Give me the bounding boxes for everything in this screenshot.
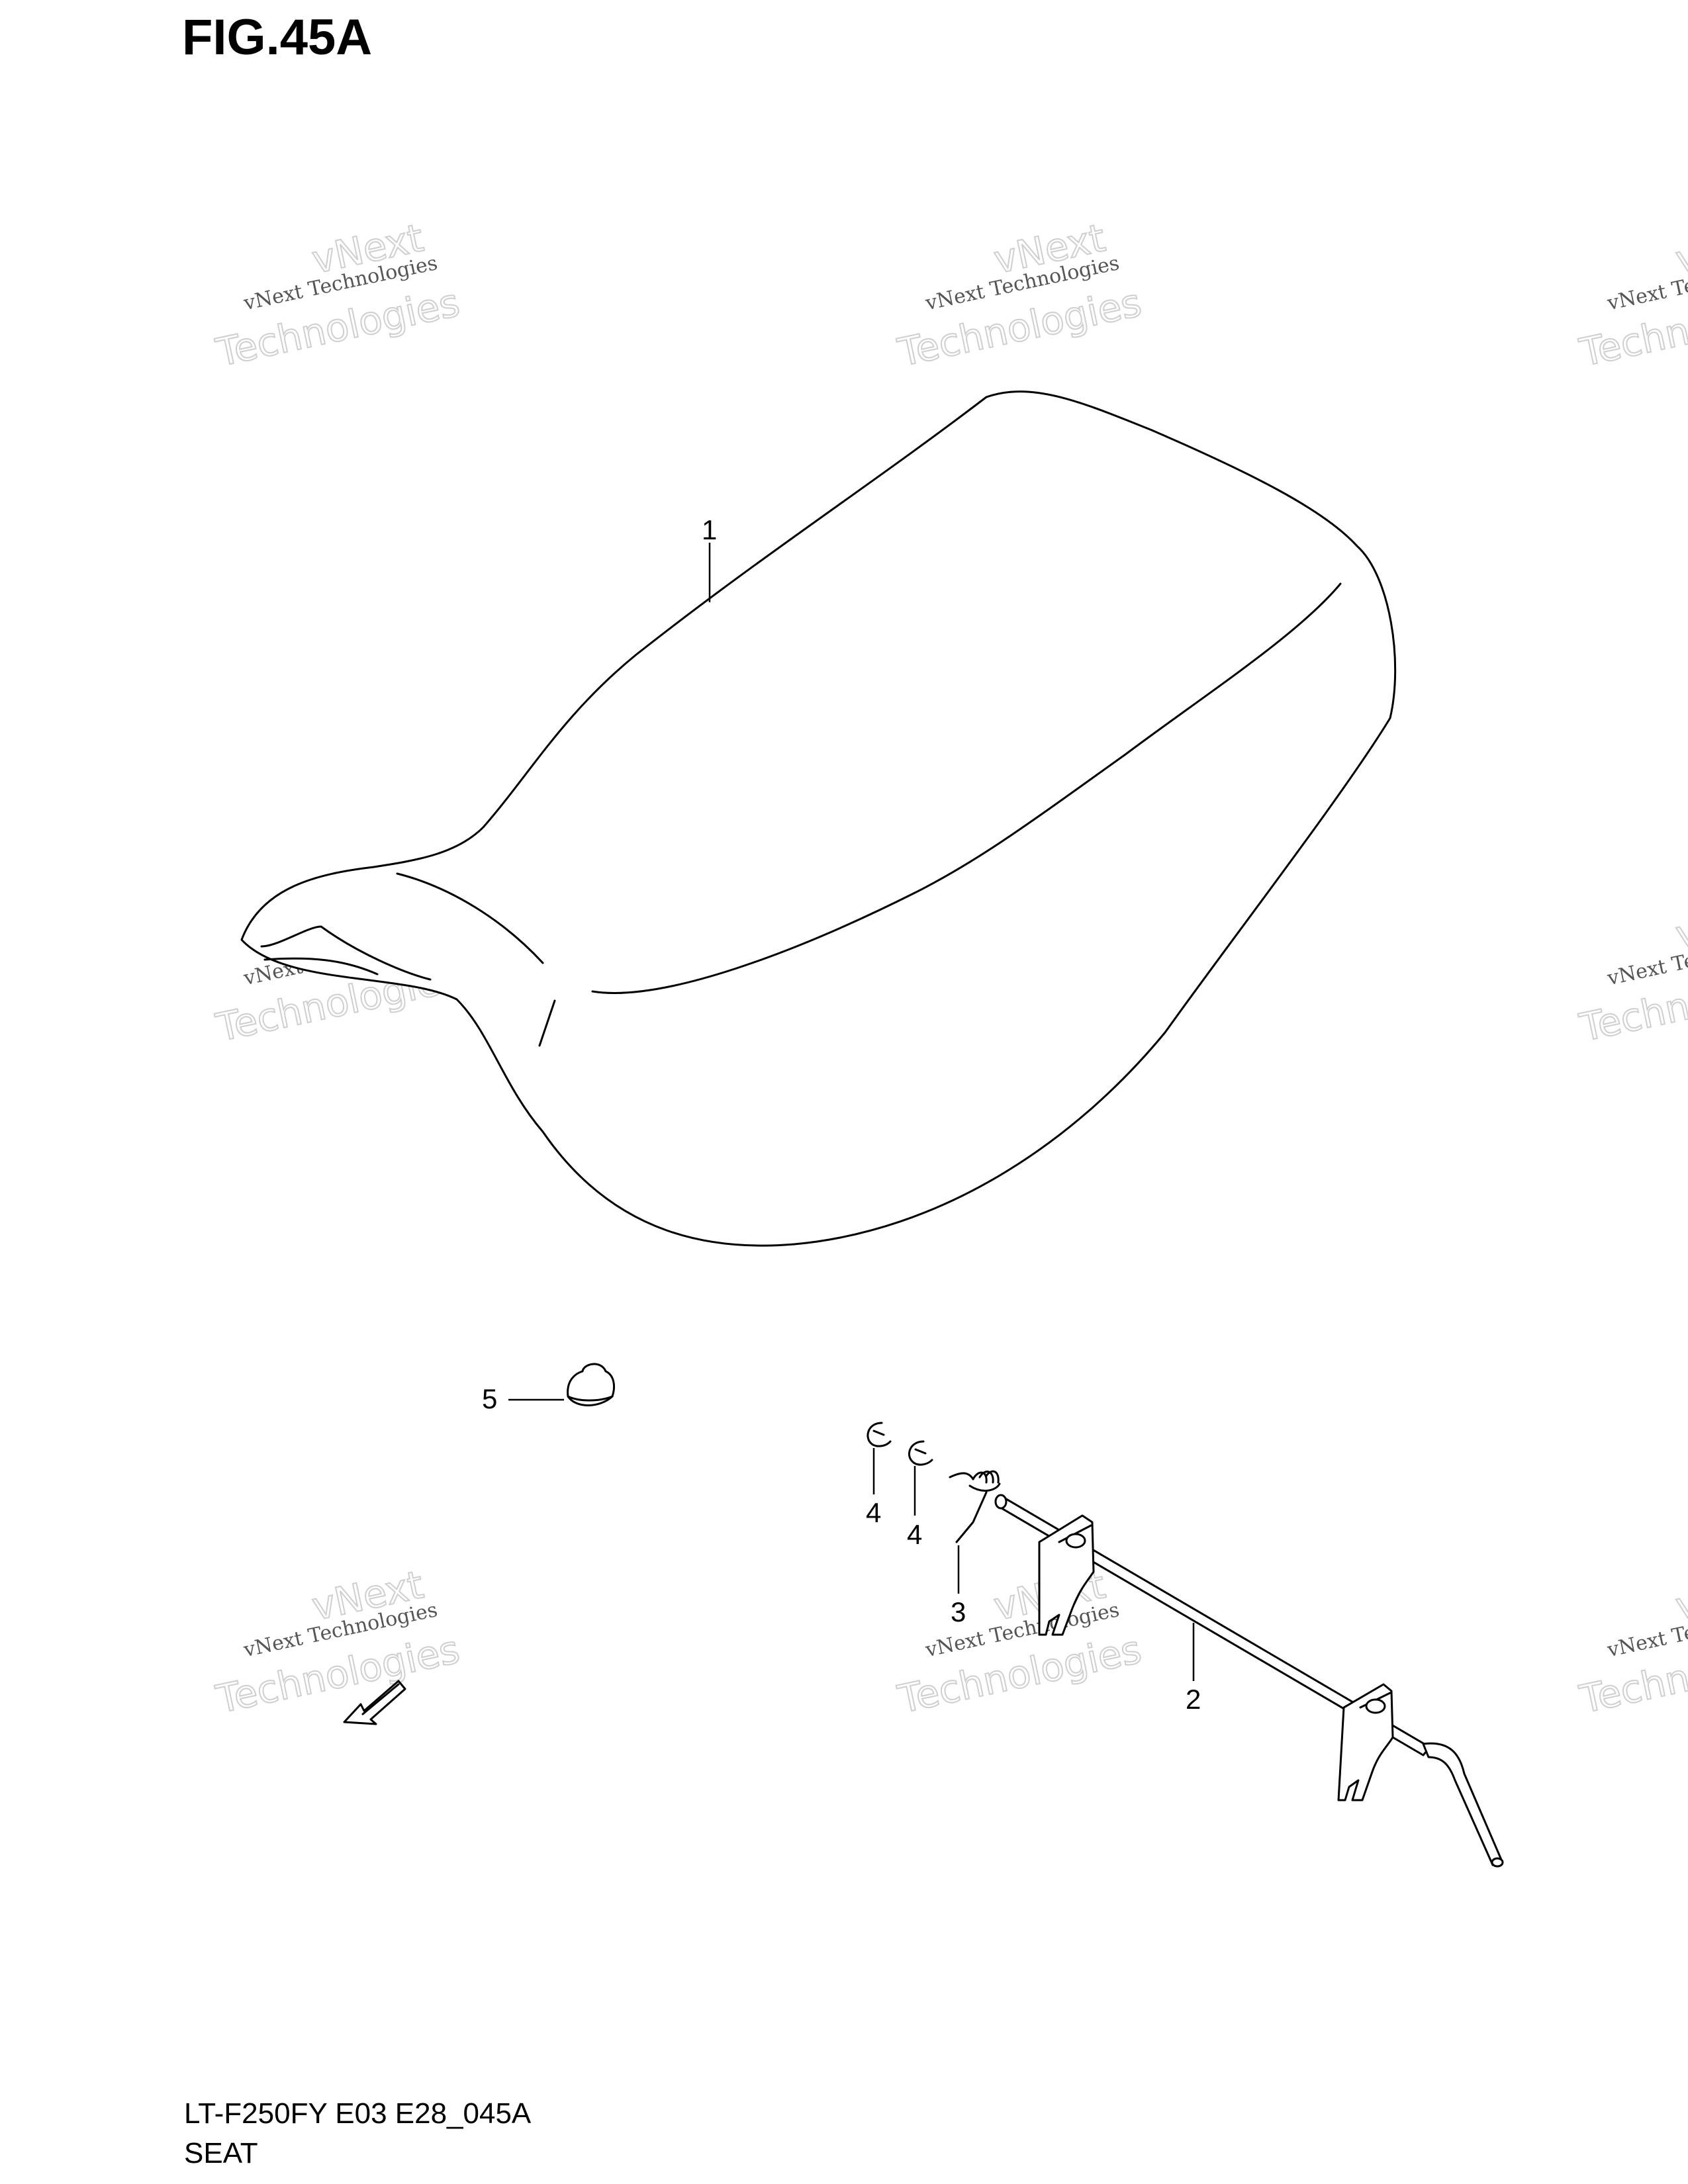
watermark: vNext vNext Technologies Technologies — [211, 1561, 464, 1723]
callout-seat: 1 — [702, 514, 717, 545]
watermark: vNext vNext Technologies Technologies — [1575, 889, 1688, 1051]
callout-cushion: 5 — [482, 1383, 497, 1414]
callout-spring: 3 — [951, 1596, 966, 1627]
watermark: vNext vNext Technologies Technologies — [211, 214, 464, 376]
latch-rod-part: 2 — [994, 1494, 1504, 1868]
svg-text:vNext: vNext — [1671, 215, 1688, 283]
callout-clip-a: 4 — [866, 1497, 881, 1528]
front-arrow-icon — [343, 1680, 406, 1725]
clip-a-part: 4 — [866, 1422, 892, 1528]
svg-text:vNext Technologies: vNext Technologies — [1605, 927, 1688, 990]
seat-part: 1 — [240, 390, 1397, 1247]
svg-text:vNext: vNext — [1671, 1562, 1688, 1629]
figure-title: FIG.45A — [182, 9, 372, 66]
svg-text:vNext: vNext — [1671, 890, 1688, 958]
model-code: LT-F250FY E03 E28_045A — [184, 2097, 532, 2130]
callout-clip-b: 4 — [907, 1519, 922, 1550]
clip-b-part: 4 — [907, 1440, 933, 1550]
spring-part: 3 — [949, 1470, 1001, 1627]
callout-latch-rod: 2 — [1186, 1684, 1201, 1715]
watermark: vNext vNext Technologies Technologies — [893, 214, 1146, 376]
watermark: vNext vNext Technologies Technologies — [1575, 1561, 1688, 1723]
section-name: SEAT — [184, 2137, 258, 2169]
svg-text:vNext Technologies: vNext Technologies — [1605, 1598, 1688, 1662]
svg-text:vNext Technologies: vNext Technologies — [1605, 251, 1688, 315]
cushion-part: 5 — [482, 1363, 615, 1414]
watermark: vNext vNext Technologies Technologies — [1575, 214, 1688, 376]
watermark: vNext vNext Technologies Technologies — [893, 1561, 1146, 1723]
